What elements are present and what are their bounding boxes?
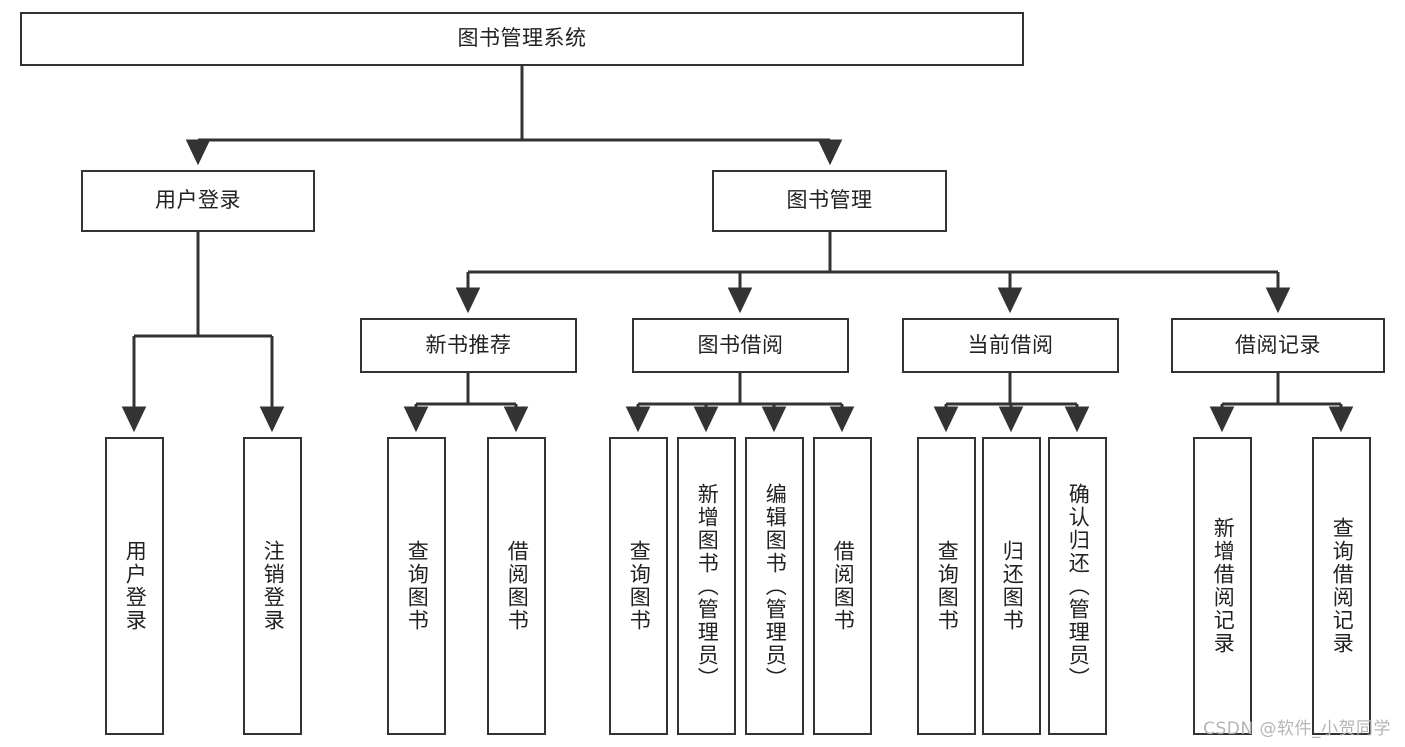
node-leaf-edit-book[interactable]: 编辑图书（管理员） [745,437,804,735]
node-book-borrow-label: 图书借阅 [697,332,784,357]
node-leaf-add-book-label: 新增图书（管理员） [695,482,720,690]
node-leaf-query-record-label: 查询借阅记录 [1330,517,1355,655]
node-leaf-add-book[interactable]: 新增图书（管理员） [677,437,736,735]
node-leaf-borrow-book-1-label: 借阅图书 [505,540,530,632]
node-leaf-query-book-3[interactable]: 查询图书 [917,437,976,735]
node-leaf-logout[interactable]: 注销登录 [243,437,302,735]
node-current-borrow-label: 当前借阅 [967,332,1054,357]
node-book-manage-label: 图书管理 [786,188,873,213]
node-book-borrow[interactable]: 图书借阅 [632,318,849,373]
node-leaf-edit-book-label: 编辑图书（管理员） [763,482,788,690]
node-current-borrow[interactable]: 当前借阅 [902,318,1119,373]
node-borrow-record[interactable]: 借阅记录 [1171,318,1385,373]
node-leaf-return-book[interactable]: 归还图书 [982,437,1041,735]
node-user-login-label: 用户登录 [155,188,241,213]
node-leaf-borrow-book-2-label: 借阅图书 [831,540,856,632]
node-leaf-return-book-label: 归还图书 [1000,540,1025,632]
node-leaf-query-book-1[interactable]: 查询图书 [387,437,446,735]
node-leaf-borrow-book-2[interactable]: 借阅图书 [813,437,872,735]
node-leaf-user-login[interactable]: 用户登录 [105,437,164,735]
node-book-manage[interactable]: 图书管理 [712,170,947,232]
node-leaf-query-book-1-label: 查询图书 [405,540,430,632]
node-root[interactable]: 图书管理系统 [20,12,1024,66]
node-leaf-add-record-label: 新增借阅记录 [1211,517,1236,655]
node-leaf-confirm-return[interactable]: 确认归还（管理员） [1048,437,1107,735]
node-leaf-query-book-3-label: 查询图书 [935,540,960,632]
node-borrow-record-label: 借阅记录 [1235,332,1321,357]
node-root-label: 图书管理系统 [457,26,587,51]
node-leaf-borrow-book-1[interactable]: 借阅图书 [487,437,546,735]
node-new-book-rec[interactable]: 新书推荐 [360,318,577,373]
node-leaf-query-book-2-label: 查询图书 [627,540,652,632]
node-leaf-query-book-2[interactable]: 查询图书 [609,437,668,735]
watermark-text: CSDN @软件_小贺同学 [1203,719,1391,739]
node-user-login[interactable]: 用户登录 [81,170,315,232]
node-leaf-confirm-return-label: 确认归还（管理员） [1066,482,1091,690]
node-leaf-add-record[interactable]: 新增借阅记录 [1193,437,1252,735]
node-leaf-logout-label: 注销登录 [261,540,286,632]
node-leaf-query-record[interactable]: 查询借阅记录 [1312,437,1371,735]
node-leaf-user-login-label: 用户登录 [123,540,148,632]
node-new-book-rec-label: 新书推荐 [425,332,512,357]
